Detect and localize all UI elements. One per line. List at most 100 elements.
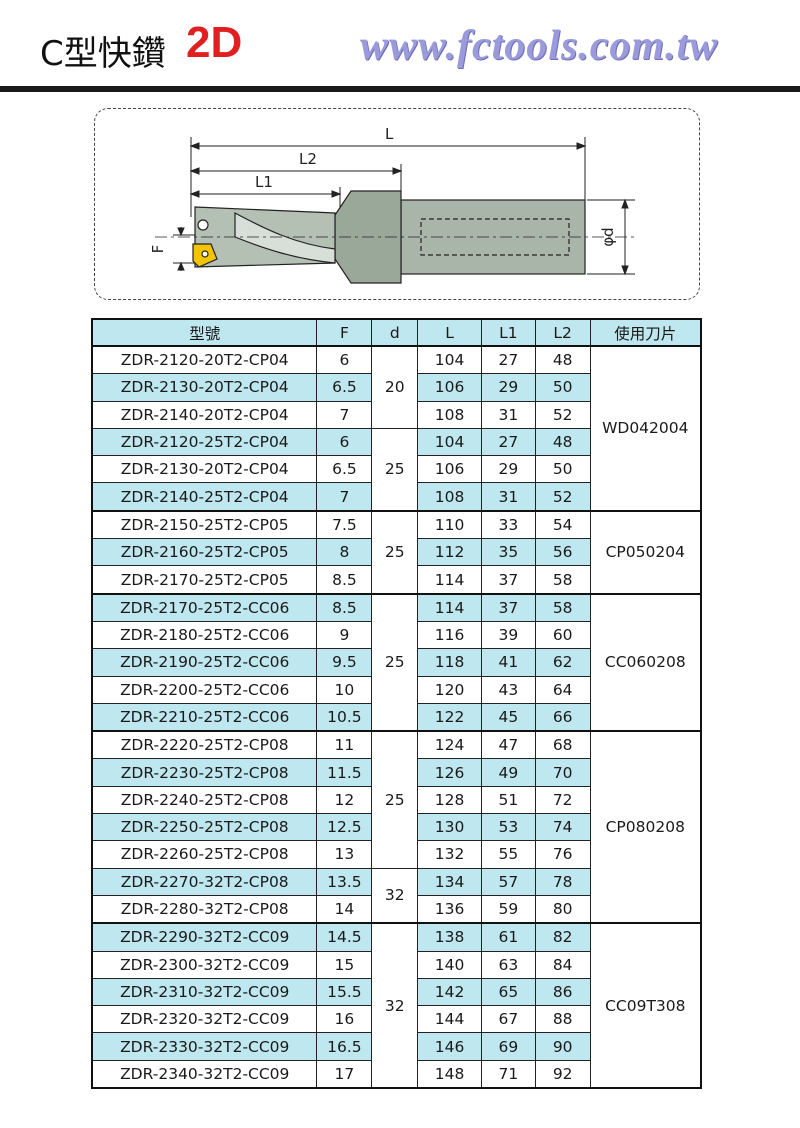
cell-L2: 76	[534, 840, 591, 869]
cell-L1: 27	[480, 427, 536, 457]
cell-L2: 52	[534, 482, 591, 512]
header-L2: L2	[534, 318, 591, 347]
cell-L1: 49	[480, 758, 536, 787]
cell-L1: 37	[480, 593, 536, 622]
cell-model: ZDR-2120-25T2-CP04	[91, 427, 318, 457]
label-d: φd	[599, 227, 617, 246]
label-F: F	[149, 245, 167, 254]
cell-d: 25	[371, 510, 419, 595]
cell-L2: 58	[534, 593, 591, 622]
cell-L1: 31	[480, 482, 536, 512]
cell-L: 118	[417, 648, 482, 677]
cell-insert: CC09T308	[589, 922, 702, 1089]
cell-L1: 69	[480, 1032, 536, 1061]
cell-F: 11.5	[316, 758, 373, 787]
cell-L2: 66	[534, 702, 591, 732]
spec-table-header: 型號 F d L L1 L2 使用刀片	[91, 318, 702, 347]
cell-L: 148	[417, 1059, 482, 1089]
cell-L: 106	[417, 455, 482, 484]
cell-d: 32	[371, 867, 419, 924]
cell-L2: 68	[534, 730, 591, 760]
cell-L: 112	[417, 538, 482, 567]
cell-L2: 56	[534, 538, 591, 567]
cell-L2: 62	[534, 648, 591, 677]
cell-model: ZDR-2150-25T2-CP05	[91, 510, 318, 540]
cell-L1: 45	[480, 702, 536, 732]
header-divider	[0, 86, 800, 92]
cell-L: 120	[417, 675, 482, 704]
cell-L: 140	[417, 950, 482, 979]
cell-L2: 92	[534, 1059, 591, 1089]
cell-F: 8.5	[316, 593, 373, 622]
cell-L: 104	[417, 345, 482, 375]
cell-F: 9	[316, 620, 373, 650]
cell-L1: 71	[480, 1059, 536, 1089]
cell-F: 6	[316, 427, 373, 457]
cell-model: ZDR-2170-25T2-CP05	[91, 565, 318, 595]
cell-insert: WD042004	[589, 345, 702, 512]
cell-L1: 63	[480, 950, 536, 979]
cell-model: ZDR-2220-25T2-CP08	[91, 730, 318, 760]
cell-insert: CP050204	[589, 510, 702, 595]
cell-F: 7.5	[316, 510, 373, 540]
cell-L2: 90	[534, 1032, 591, 1061]
cell-L: 138	[417, 922, 482, 952]
cell-L: 126	[417, 758, 482, 787]
cell-L2: 50	[534, 455, 591, 484]
cell-L1: 65	[480, 977, 536, 1007]
cell-F: 6	[316, 345, 373, 375]
header-insert: 使用刀片	[589, 318, 702, 347]
page-header: C型快鑽 2D www.fctools.com.tw	[0, 0, 800, 92]
cell-F: 15	[316, 950, 373, 979]
cell-L2: 58	[534, 565, 591, 595]
cell-L1: 37	[480, 565, 536, 595]
cell-L: 114	[417, 565, 482, 595]
cell-L1: 41	[480, 648, 536, 677]
header-F: F	[316, 318, 373, 347]
cell-model: ZDR-2290-32T2-CC09	[91, 922, 318, 952]
cell-L1: 43	[480, 675, 536, 704]
cell-L1: 51	[480, 785, 536, 815]
cell-model: ZDR-2160-25T2-CP05	[91, 538, 318, 567]
cell-L1: 31	[480, 400, 536, 429]
cell-d: 25	[371, 730, 419, 869]
cell-L2: 88	[534, 1005, 591, 1034]
cell-L1: 53	[480, 813, 536, 842]
cell-F: 10	[316, 675, 373, 704]
header-model: 型號	[91, 318, 318, 347]
cell-L: 146	[417, 1032, 482, 1061]
drill-drawing: L L2 L1 φd F	[149, 125, 635, 284]
cell-model: ZDR-2200-25T2-CC06	[91, 675, 318, 704]
cell-model: ZDR-2170-25T2-CC06	[91, 593, 318, 622]
cell-model: ZDR-2250-25T2-CP08	[91, 813, 318, 842]
cell-L2: 50	[534, 373, 591, 402]
cell-F: 7	[316, 400, 373, 429]
cell-L: 108	[417, 482, 482, 512]
website-url[interactable]: www.fctools.com.tw	[360, 23, 719, 69]
header-L: L	[417, 318, 482, 347]
cell-L: 134	[417, 867, 482, 896]
cell-L: 116	[417, 620, 482, 650]
cell-F: 12.5	[316, 813, 373, 842]
cell-model: ZDR-2140-20T2-CP04	[91, 400, 318, 429]
cell-model: ZDR-2240-25T2-CP08	[91, 785, 318, 815]
cell-L: 128	[417, 785, 482, 815]
cell-F: 17	[316, 1059, 373, 1089]
cell-F: 16.5	[316, 1032, 373, 1061]
